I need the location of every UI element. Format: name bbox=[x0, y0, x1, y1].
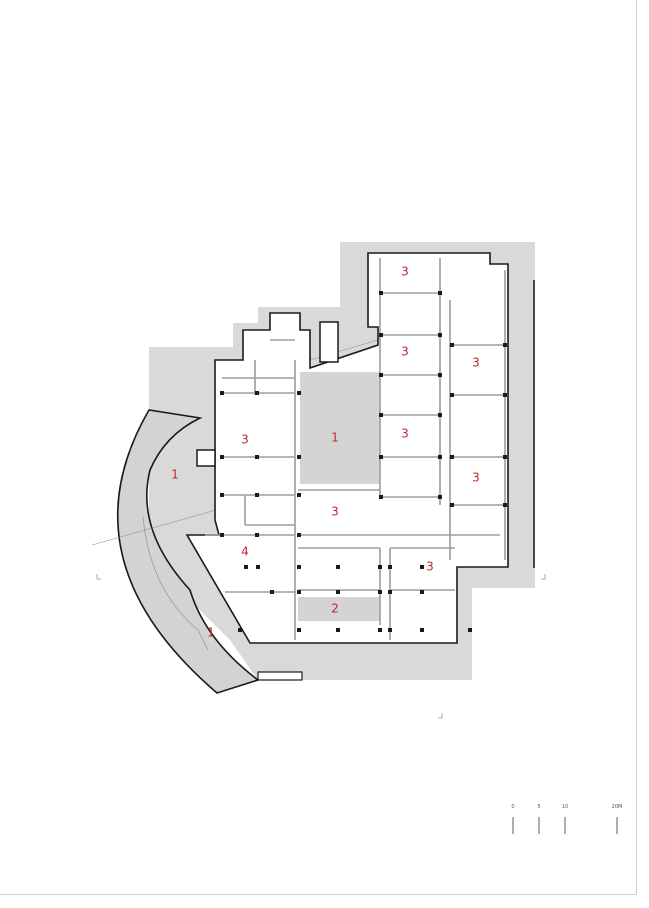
column bbox=[255, 533, 259, 537]
room-label: 1 bbox=[207, 626, 215, 640]
kiosk bbox=[196, 449, 216, 467]
column bbox=[450, 343, 454, 347]
column bbox=[255, 493, 259, 497]
room-label: 3 bbox=[331, 505, 339, 519]
section-line bbox=[299, 339, 379, 364]
column bbox=[238, 628, 242, 632]
column bbox=[450, 393, 454, 397]
column bbox=[468, 628, 472, 632]
room-label: 3 bbox=[426, 560, 434, 574]
column bbox=[379, 333, 383, 337]
courtyard-2 bbox=[298, 597, 380, 621]
room-label: 1 bbox=[171, 468, 179, 482]
column bbox=[297, 455, 301, 459]
room-label: 3 bbox=[401, 427, 409, 441]
column bbox=[255, 391, 259, 395]
room-label: 3 bbox=[401, 265, 409, 279]
column bbox=[297, 493, 301, 497]
column bbox=[503, 393, 507, 397]
column bbox=[220, 533, 224, 537]
column bbox=[256, 565, 260, 569]
column bbox=[244, 565, 248, 569]
column bbox=[388, 590, 392, 594]
room-label: 2 bbox=[331, 602, 339, 616]
column bbox=[297, 590, 301, 594]
column bbox=[378, 628, 382, 632]
column bbox=[297, 628, 301, 632]
scale-label: 5 bbox=[537, 804, 540, 810]
entry-box bbox=[257, 671, 303, 681]
stair-tower bbox=[319, 321, 339, 363]
courtyard-1 bbox=[300, 372, 380, 484]
room-label: 3 bbox=[241, 433, 249, 447]
column bbox=[438, 333, 442, 337]
column bbox=[220, 493, 224, 497]
column bbox=[378, 590, 382, 594]
ramp-inner-edge bbox=[142, 516, 209, 651]
scale-label: 20M bbox=[612, 804, 623, 810]
column bbox=[388, 628, 392, 632]
column bbox=[503, 455, 507, 459]
column bbox=[220, 455, 224, 459]
column bbox=[450, 455, 454, 459]
column bbox=[220, 391, 224, 395]
column bbox=[379, 455, 383, 459]
room-labels: 3 3 3 1 3 1 3 3 3 4 3 2 1 bbox=[171, 265, 480, 640]
column bbox=[336, 565, 340, 569]
column bbox=[336, 628, 340, 632]
column bbox=[255, 455, 259, 459]
column bbox=[297, 565, 301, 569]
crop-marks bbox=[96, 574, 546, 719]
column bbox=[503, 343, 507, 347]
column bbox=[297, 533, 301, 537]
column bbox=[438, 373, 442, 377]
structural-columns bbox=[220, 291, 507, 632]
column bbox=[438, 495, 442, 499]
column bbox=[450, 503, 454, 507]
sheet-border bbox=[0, 0, 637, 895]
room-label: 4 bbox=[241, 545, 249, 559]
room-label: 3 bbox=[472, 471, 480, 485]
column bbox=[420, 565, 424, 569]
column bbox=[379, 291, 383, 295]
room-label: 3 bbox=[472, 356, 480, 370]
column bbox=[420, 628, 424, 632]
column bbox=[438, 455, 442, 459]
column bbox=[379, 413, 383, 417]
column bbox=[379, 495, 383, 499]
column bbox=[270, 590, 274, 594]
scale-bar: 0 5 10 20M bbox=[511, 804, 622, 834]
column bbox=[503, 503, 507, 507]
column bbox=[388, 565, 392, 569]
column bbox=[336, 590, 340, 594]
scale-label: 10 bbox=[562, 804, 568, 810]
room-label: 1 bbox=[331, 431, 339, 445]
column bbox=[297, 391, 301, 395]
column bbox=[420, 590, 424, 594]
curved-ramp bbox=[116, 409, 260, 694]
column bbox=[438, 413, 442, 417]
column bbox=[378, 565, 382, 569]
column bbox=[379, 373, 383, 377]
room-label: 3 bbox=[401, 345, 409, 359]
scale-label: 0 bbox=[511, 804, 514, 810]
column bbox=[438, 291, 442, 295]
